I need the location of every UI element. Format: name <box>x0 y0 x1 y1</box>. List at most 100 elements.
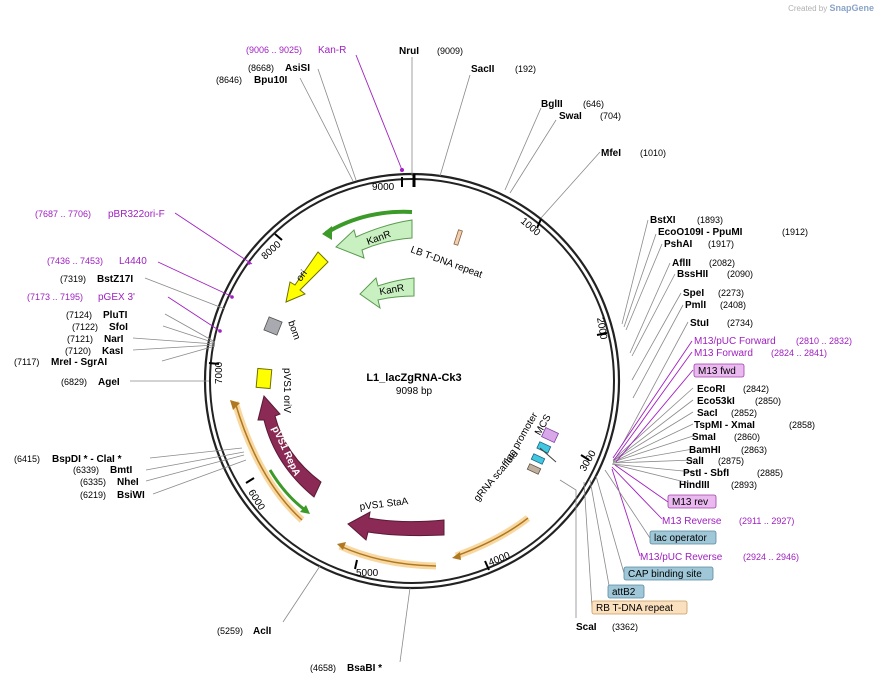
feature-bom: bom <box>263 316 302 341</box>
kanr-label-2: KanR <box>379 283 406 298</box>
tick-marks <box>208 177 608 571</box>
site-name: TspMI - XmaI <box>694 420 755 431</box>
site-pos: (2875) <box>718 456 744 466</box>
site-bsiwi: (6219)BsiWI <box>80 490 145 501</box>
site-smai: SmaI (2860) <box>692 432 760 443</box>
site-nhei: (6335)NheI <box>80 477 139 488</box>
grna-scaffold-label: gRNA scaffold <box>472 448 521 503</box>
site-name: StuI <box>690 318 709 329</box>
site-name: PluTI <box>103 310 128 321</box>
primer-pbr322ori-f: (7687 .. 7706) pBR322ori-F <box>35 209 165 220</box>
pvs1-staa-label: pVS1 StaA <box>359 496 409 513</box>
feature-kanr-top: KanR <box>322 209 413 259</box>
site-sacii: SacII(192) <box>471 64 536 75</box>
site-name: SacII <box>471 64 495 75</box>
primer-name: pGEX 3' <box>98 292 135 303</box>
site-pos: (8668) <box>248 63 274 73</box>
site-name: NarI <box>104 334 124 345</box>
site-pos: (2090) <box>727 269 753 279</box>
site-name: EcoO109I - PpuMI <box>658 227 743 238</box>
site-pos: (2858) <box>789 420 815 430</box>
boxed-rb-tdna-repeat: RB T-DNA repeat <box>591 600 688 615</box>
site-pos: (704) <box>600 111 621 121</box>
site-name: BstZ17I <box>97 274 133 285</box>
tick-label-1000: 1000 <box>518 216 542 239</box>
site-pos: (4658) <box>310 663 336 673</box>
boxed-m13-fwd: M13 fwd <box>693 363 745 378</box>
primer-labels: (9006 .. 9025)Kan-R (7687 .. 7706)pBR322… <box>27 45 852 563</box>
tick-label-7000: 7000 <box>214 361 225 384</box>
site-pos: (6219) <box>80 490 106 500</box>
feature-ori: ori <box>285 251 329 303</box>
credit-prefix: Created by <box>788 4 828 13</box>
site-name: MreI - SgrAI <box>51 357 107 368</box>
site-name: SpeI <box>683 288 704 299</box>
site-tspmi: TspMI - XmaI (2858) <box>694 420 815 431</box>
site-saci: SacI(2852) <box>697 408 757 419</box>
site-name: HindIII <box>679 480 710 491</box>
feature-lines <box>583 469 651 608</box>
site-pos: (7122) <box>72 322 98 332</box>
site-bpu10i: (8646)Bpu10I <box>216 75 288 86</box>
site-pos: (7120) <box>65 346 91 356</box>
tick-label-9000: 9000 <box>372 182 395 193</box>
site-name: Eco53kI <box>697 396 735 407</box>
ori-label: ori <box>294 268 309 283</box>
primer-range: (2911 .. 2927) <box>739 516 794 526</box>
site-swai: SwaI(704) <box>559 111 621 122</box>
site-name: SacI <box>697 408 718 419</box>
site-kasi: (7120)KasI <box>65 346 123 357</box>
site-pos: (2860) <box>734 432 760 442</box>
boxed-label: M13 rev <box>672 497 708 508</box>
site-pos: (6415) <box>14 454 40 464</box>
site-pos: (9009) <box>437 46 463 56</box>
site-sali: SalI(2875) <box>686 456 744 467</box>
boxed-m13-rev: M13 rev <box>667 494 717 509</box>
site-stui: StuI(2734) <box>690 318 753 329</box>
boxed-label: RB T-DNA repeat <box>596 603 673 614</box>
primer-name: pBR322ori-F <box>108 209 165 220</box>
bom-label: bom <box>285 319 302 341</box>
site-name: BstXI <box>650 215 676 226</box>
primer-range: (7436 .. 7453) <box>47 256 103 266</box>
site-bstxi: BstXI(1893) <box>650 215 723 226</box>
site-name: AsiSI <box>285 63 310 74</box>
site-name: SmaI <box>692 432 716 443</box>
site-bsshii: BssHII(2090) <box>677 269 753 280</box>
primer-range: (2824 .. 2841) <box>771 348 827 358</box>
tick-label-8000: 8000 <box>260 239 284 262</box>
pvs1-repa-label: pVS1 RepA <box>269 425 302 479</box>
green-arrow-repa <box>268 469 310 514</box>
site-pos: (1917) <box>708 239 734 249</box>
site-name: BglII <box>541 99 563 110</box>
pvs1-oriv-label: pVS1 oriV <box>281 368 292 413</box>
site-pos: (646) <box>583 99 604 109</box>
site-name: BspDI * - ClaI * <box>52 454 122 465</box>
site-labels: NruI (9009) SacII(192) BglII (646) SwaI(70… <box>14 46 815 674</box>
primer-range: (2810 .. 2832) <box>796 336 852 346</box>
site-pos: (5259) <box>217 626 243 636</box>
site-bmti: (6339)BmtI <box>73 465 132 476</box>
boxed-label: CAP binding site <box>628 569 702 580</box>
site-ecori: EcoRI(2842) <box>697 384 769 395</box>
primer-name: M13 Reverse <box>662 516 722 527</box>
site-pos: (7121) <box>67 334 93 344</box>
site-pos: (2863) <box>741 445 767 455</box>
primer-lines <box>157 54 694 557</box>
snapgene-credit: Created by SnapGene <box>788 3 874 13</box>
site-name: PstI - SbfI <box>683 468 729 479</box>
site-name: PmlI <box>685 300 706 311</box>
primer-pgex3: (7173 .. 7195)pGEX 3' <box>27 292 135 303</box>
primer-range: (7687 .. 7706) <box>35 209 91 219</box>
site-name: PshAI <box>664 239 693 250</box>
site-hindiii: HindIII(2893) <box>679 480 757 491</box>
site-pos: (8646) <box>216 75 242 85</box>
site-pos: (2842) <box>743 384 769 394</box>
site-name: BamHI <box>689 445 721 456</box>
site-pluti: (7124)PluTI <box>66 310 128 321</box>
feature-kanr-bottom: KanR <box>359 277 415 310</box>
site-name: NruI <box>399 46 419 57</box>
orange-arrows <box>230 400 531 570</box>
site-pos: (7319) <box>60 274 86 284</box>
tick-label-4000: 4000 <box>487 550 512 569</box>
